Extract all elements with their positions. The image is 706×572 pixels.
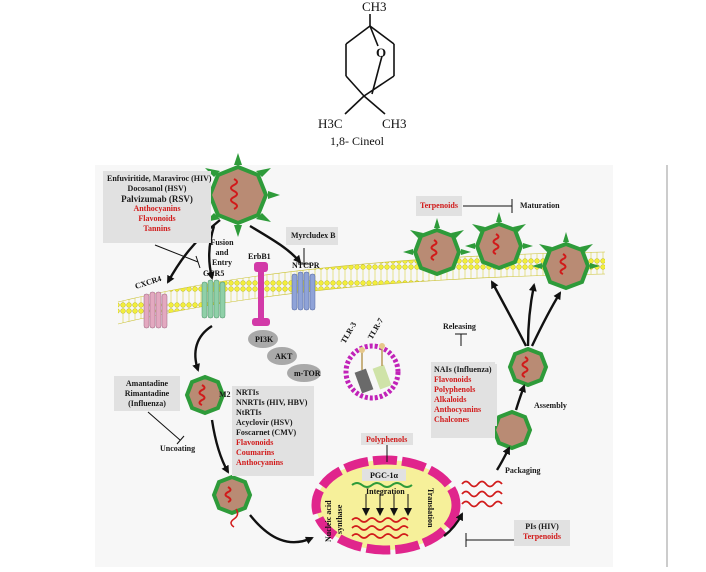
virus-released-2	[465, 212, 533, 271]
cxcr4-receptor	[143, 291, 168, 329]
nucleus	[311, 455, 461, 555]
mrna-waves	[351, 517, 409, 539]
ntcpr-label: NTCPR	[292, 261, 320, 270]
integration-label: Integration	[366, 487, 405, 496]
erbb1-receptor	[252, 262, 270, 326]
synthase-label: synthase	[335, 504, 344, 534]
tlr7-receptor	[372, 343, 392, 390]
releasing-label: Releasing	[443, 322, 476, 331]
maturation-label: Maturation	[520, 201, 560, 210]
cineol-structure	[344, 14, 395, 115]
replication-inhibitor-7: Coumarins	[236, 448, 275, 457]
uncoating-inhibitor-1: Amantadine	[125, 379, 169, 388]
fusion-label: Fusion	[210, 238, 234, 247]
virus-uncoating	[184, 374, 226, 416]
molecule-name: 1,8- Cineol	[330, 134, 385, 148]
entry-inhibitor-1: Enfuviritide, Maraviroc (HIV)	[107, 174, 212, 183]
transcription-arrows	[362, 494, 412, 516]
entry-inhibitor-3: Palvizumab (RSV)	[121, 194, 193, 204]
uncoating-inhibitor-3: (Influenza)	[128, 399, 166, 408]
release-inhibitor-text: NAIs (Influenza) Flavonoids Polyphenols …	[431, 364, 497, 426]
tlr3-receptor	[354, 347, 374, 394]
virus-assembly	[507, 346, 549, 388]
pgc-box	[362, 469, 406, 481]
entry-label: Entry	[212, 258, 232, 267]
replication-inhibitor-1: NRTIs	[236, 388, 259, 397]
replication-inhibitor-2: NNRTIs (HIV, HBV)	[236, 398, 308, 407]
pis-text: PIs (HIV) Terpenoids	[514, 521, 570, 543]
oxygen-label: O	[376, 45, 386, 60]
myrcludex-label: Myrcludex B	[291, 231, 336, 240]
ch3-top-label: CH3	[362, 0, 387, 14]
mtor-label: m-TOR	[294, 369, 321, 378]
release-inhibitor-5: Anthocyanins	[434, 405, 482, 414]
packaging-label: Packaging	[505, 466, 541, 475]
polyphenols-label: Polyphenols	[366, 435, 407, 444]
replication-inhibitor-6: Flavonoids	[236, 438, 274, 447]
pgc-label: PGC-1α	[370, 471, 399, 480]
uncoating-label: Uncoating	[160, 444, 196, 453]
replication-inhibitor-4: Acyclovir (HSV)	[236, 418, 293, 427]
replication-inhibitor-5: Foscarnet (CMV)	[236, 428, 297, 437]
akt-label: AKT	[275, 352, 293, 361]
release-inhibitor-6: Chalcones	[434, 415, 470, 424]
tlr-endosome	[343, 343, 401, 401]
replication-inhibitor-8: Anthocyanins	[236, 458, 284, 467]
h3c-label: H3C	[318, 116, 343, 131]
entry-inhibitor-5: Flavonoids	[138, 214, 176, 223]
cell-membrane	[118, 252, 605, 324]
ccr5-label: CCR5	[203, 269, 224, 278]
entry-inhibitor-2: Docosanol (HSV)	[127, 184, 187, 193]
erbb1-label: ErbB1	[248, 252, 271, 261]
m2-label: M2	[219, 390, 231, 399]
dna-helix	[351, 482, 413, 488]
release-inhibitor-1: NAIs (Influenza)	[434, 365, 492, 374]
ccr5-receptor	[201, 279, 226, 319]
mtor-node	[287, 364, 321, 382]
ntcpr-receptor	[291, 271, 316, 311]
flow-arrows	[166, 219, 562, 545]
pis-label: PIs (HIV)	[525, 522, 559, 531]
ch3-right-label: CH3	[382, 116, 407, 131]
replication-inhibitor-text: NRTIs NNRTIs (HIV, HBV) NtRTIs Acyclovir…	[234, 387, 314, 469]
uncoating-inhibitor-2: Rimantadine	[124, 389, 170, 398]
pis-terpenoids-label: Terpenoids	[523, 532, 561, 541]
virus-released-3	[532, 232, 600, 291]
release-inhibitor-3: Polyphenols	[434, 385, 476, 394]
pi3k-node	[248, 330, 278, 348]
polyphenols-box	[361, 433, 413, 445]
pi3k-label: PI3K	[255, 335, 274, 344]
uncoating-inhibitor-text: Amantadine Rimantadine (Influenza)	[114, 377, 180, 411]
entry-inhibitor-4: Anthocyanins	[133, 204, 181, 213]
virus-packaging	[491, 409, 533, 451]
replication-inhibitor-3: NtRTIs	[236, 408, 262, 417]
entry-inhibitor-6: Tannins	[143, 224, 171, 233]
virus-uncoated	[211, 474, 253, 528]
myrcludex-box	[286, 227, 338, 245]
and-label: and	[215, 248, 229, 257]
nucleic-acid-label: Nucleic acid	[324, 500, 333, 542]
maturation-inhibitor-box	[416, 196, 462, 216]
maturation-inhibitor-label: Terpenoids	[420, 201, 458, 210]
virus-released-1	[403, 218, 471, 277]
release-inhibitor-2: Flavonoids	[434, 375, 472, 384]
assembly-label: Assembly	[534, 401, 567, 410]
viral-rna	[461, 480, 503, 508]
akt-node	[267, 347, 297, 365]
entry-inhibitor-text: Enfuviritide, Maraviroc (HIV) Docosanol …	[103, 172, 212, 236]
fusion-entry-label: Fusion and Entry	[207, 238, 237, 268]
translation-label: Translation	[426, 488, 435, 528]
release-inhibitor-4: Alkaloids	[434, 395, 467, 404]
